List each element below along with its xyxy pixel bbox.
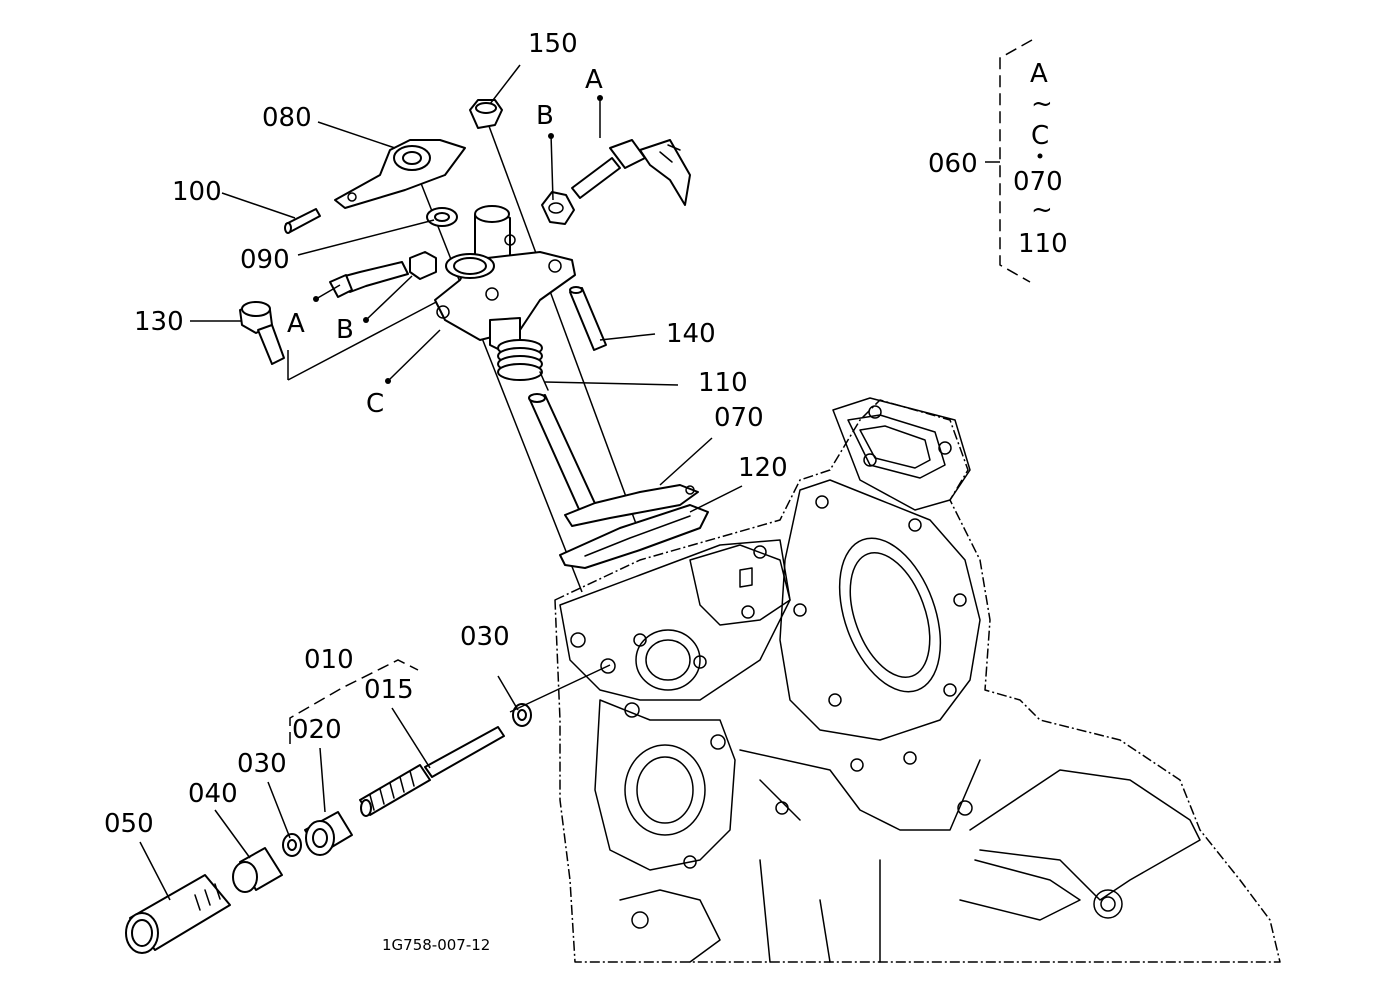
part-090-washer: [426, 207, 458, 227]
group-tilde-1: ~: [1031, 89, 1053, 119]
nut-b-lower: [409, 251, 437, 280]
bolt-a-upper: [571, 139, 691, 206]
ref-c-mid: C: [366, 389, 384, 419]
callout-110: 110: [698, 368, 748, 398]
part-050-cap: [125, 874, 231, 954]
callout-120: 120: [738, 453, 788, 483]
leader-lines: [139, 64, 1000, 901]
bolt-a-lower: [329, 261, 409, 298]
nut-b-upper: [541, 191, 575, 225]
part-080-lever: [334, 139, 466, 209]
part-030-washer-lower: [282, 833, 302, 857]
part-150-nut: [469, 99, 503, 129]
callout-050: 050: [104, 809, 154, 839]
callout-030-lower: 030: [237, 749, 287, 779]
group-060-bracket: [999, 39, 1033, 283]
ref-b-mid: B: [336, 315, 354, 345]
callout-070: 070: [714, 403, 764, 433]
ref-a-top: A: [585, 65, 603, 95]
callout-090: 090: [240, 245, 290, 275]
part-120-gasket: [559, 504, 709, 569]
callout-020: 020: [292, 715, 342, 745]
reference-dots: [313, 95, 1043, 384]
group-line-a: A: [1030, 59, 1048, 89]
group-tilde-2: ~: [1031, 195, 1053, 225]
gear-case-housing: [554, 397, 1281, 963]
ref-a-mid: A: [287, 309, 305, 339]
callout-140: 140: [666, 319, 716, 349]
part-040-plunger: [232, 847, 283, 893]
part-140-stud: [569, 286, 607, 351]
part-100-pin: [284, 208, 321, 234]
part-020-sleeve: [304, 811, 353, 856]
part-130-bolt: [239, 301, 285, 365]
group-line-070: 070: [1013, 167, 1063, 197]
governor-housing-block: [434, 205, 576, 351]
callout-040: 040: [188, 779, 238, 809]
part-070-shaft-plate: [528, 393, 699, 527]
callout-060: 060: [928, 149, 978, 179]
group-line-c: C: [1031, 121, 1049, 151]
part-015-rod: [359, 726, 505, 817]
ref-b-top: B: [536, 101, 554, 131]
callout-080: 080: [262, 103, 312, 133]
callout-labels: 150 080 100 090 130 140 110 070 120 060 …: [104, 29, 1068, 954]
callout-130: 130: [134, 307, 184, 337]
callout-150: 150: [528, 29, 578, 59]
drawing-number: 1G758-007-12: [382, 936, 490, 954]
group-line-110: 110: [1018, 229, 1068, 259]
callout-100: 100: [172, 177, 222, 207]
callout-015: 015: [364, 675, 414, 705]
part-110-spring: [497, 339, 549, 391]
callout-010: 010: [304, 645, 354, 675]
callout-030-upper: 030: [460, 622, 510, 652]
assembly-line-lower: [509, 664, 611, 713]
assembly-lines: [287, 117, 643, 593]
